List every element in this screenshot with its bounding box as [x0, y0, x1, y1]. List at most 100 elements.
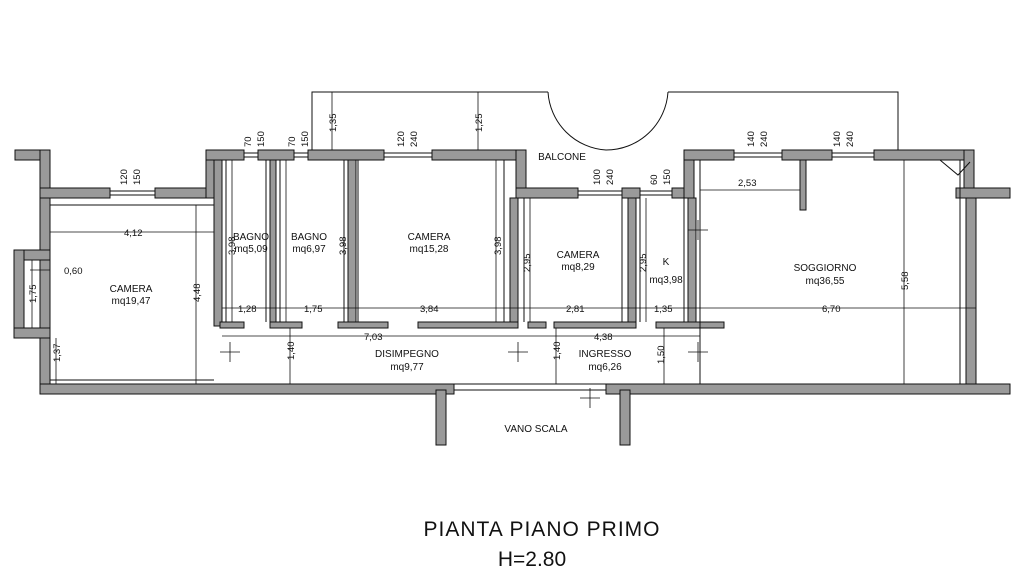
- wall: [605, 383, 1011, 395]
- room-name-camera: CAMERA: [557, 250, 600, 261]
- dim-label: 1,37: [52, 344, 63, 363]
- balcony-label: BALCONE: [538, 152, 586, 163]
- room-area-camera: mq8,29: [561, 262, 595, 273]
- room-name-bagno: BAGNO: [233, 232, 269, 243]
- window-dim: 70: [243, 136, 254, 147]
- wall: [683, 149, 735, 161]
- room-name-camera: CAMERA: [408, 232, 451, 243]
- wall: [39, 197, 51, 391]
- dim-label: 4,12: [124, 228, 143, 239]
- wall: [205, 149, 245, 161]
- wall: [781, 149, 833, 161]
- room-name-camera: CAMERA: [110, 284, 153, 295]
- wall: [553, 321, 637, 329]
- dim-label: 3,98: [338, 237, 349, 256]
- walls: [13, 149, 1011, 446]
- ceiling-height: H=2.80: [498, 548, 566, 571]
- wall: [965, 197, 977, 391]
- dim-label: 2,95: [638, 254, 649, 273]
- wall: [13, 249, 25, 339]
- wall: [655, 321, 725, 329]
- wall: [269, 321, 303, 329]
- wall: [621, 187, 641, 199]
- dim-label: 2,95: [522, 254, 533, 273]
- room-area-camera: mq19,47: [112, 296, 151, 307]
- room-name-ingresso: INGRESSO: [579, 349, 632, 360]
- wall: [527, 321, 547, 329]
- wall: [955, 187, 1011, 199]
- dim-label: 1,35: [654, 304, 673, 315]
- dim-label: 1,75: [304, 304, 323, 315]
- wall: [13, 327, 51, 339]
- dim-label: 3,98: [493, 237, 504, 256]
- dim-label: 3,84: [420, 304, 439, 315]
- dim-label: 1,40: [286, 342, 297, 361]
- wall: [269, 159, 277, 327]
- wall: [687, 197, 697, 329]
- window-dim: 100: [592, 169, 603, 185]
- dim-label: 1,75: [28, 285, 39, 304]
- window-dim: 60: [649, 174, 660, 185]
- wall: [509, 197, 519, 329]
- room-area-bagno: mq5,09: [234, 244, 268, 255]
- room-name-kitchen: K: [663, 257, 670, 268]
- wall: [431, 149, 527, 161]
- dim-label: 1,40: [552, 342, 563, 361]
- dim-label: 4,48: [192, 284, 203, 303]
- wall: [219, 321, 245, 329]
- balcony: [311, 91, 971, 176]
- window-labels: 120 150 70 150 70 150 1,35 120 240 1,25 …: [119, 114, 856, 186]
- wall: [873, 149, 975, 161]
- window-dim: 240: [759, 131, 770, 147]
- window-dim: 150: [256, 131, 267, 147]
- caption: PIANTA PIANO PRIMO H=2.80: [424, 518, 661, 571]
- wall: [213, 159, 223, 327]
- window-dim: 240: [605, 169, 616, 185]
- wall: [39, 187, 111, 199]
- room-area-camera: mq15,28: [410, 244, 449, 255]
- room-area-kitchen: mq3,98: [649, 275, 683, 286]
- dim-label: 5,58: [900, 272, 911, 291]
- dim-label: 6,70: [822, 304, 841, 315]
- dim-label: 2,81: [566, 304, 585, 315]
- window-dim: 70: [287, 136, 298, 147]
- wall: [307, 149, 385, 161]
- room-name-soggiorno: SOGGIORNO: [794, 263, 857, 274]
- wall: [435, 389, 447, 446]
- window-dim: 150: [300, 131, 311, 147]
- room-area-bagno: mq6,97: [292, 244, 326, 255]
- dim-label: 2,53: [738, 178, 757, 189]
- room-area-soggiorno: mq36,55: [806, 276, 845, 287]
- room-labels: CAMERA mq19,47 BAGNO mq5,09 BAGNO mq6,97…: [110, 152, 857, 435]
- balcony-depth-dim: 1,35: [328, 114, 339, 133]
- dim-label: 1,50: [656, 346, 667, 365]
- dimension-lines: [30, 92, 976, 408]
- balcony-depth-dim: 1,25: [474, 114, 485, 133]
- dimension-labels: 4,12 0,60 1,75 4,48 1,37 3,98 3,98 3,98 …: [28, 178, 911, 364]
- room-area-disimpegno: mq9,77: [390, 362, 424, 373]
- plan-title: PIANTA PIANO PRIMO: [424, 518, 661, 541]
- room-name-disimpegno: DISIMPEGNO: [375, 349, 439, 360]
- wall-lines: [50, 152, 961, 391]
- wall: [799, 159, 807, 211]
- stair-label: VANO SCALA: [504, 424, 567, 435]
- wall: [627, 197, 637, 329]
- room-area-ingresso: mq6,26: [588, 362, 622, 373]
- window-dim: 240: [409, 131, 420, 147]
- dim-label: 3,98: [227, 237, 238, 256]
- wall: [39, 383, 455, 395]
- dim-label: 1,28: [238, 304, 257, 315]
- window-dim: 150: [662, 169, 673, 185]
- wall: [515, 187, 579, 199]
- wall: [257, 149, 295, 161]
- wall: [347, 159, 357, 327]
- window-dim: 240: [845, 131, 856, 147]
- wall: [337, 321, 389, 329]
- window-dim: 120: [119, 169, 130, 185]
- wall: [619, 389, 631, 446]
- dim-label: 0,60: [64, 266, 83, 277]
- window-dim: 140: [746, 131, 757, 147]
- wall: [417, 321, 519, 329]
- room-name-bagno: BAGNO: [291, 232, 327, 243]
